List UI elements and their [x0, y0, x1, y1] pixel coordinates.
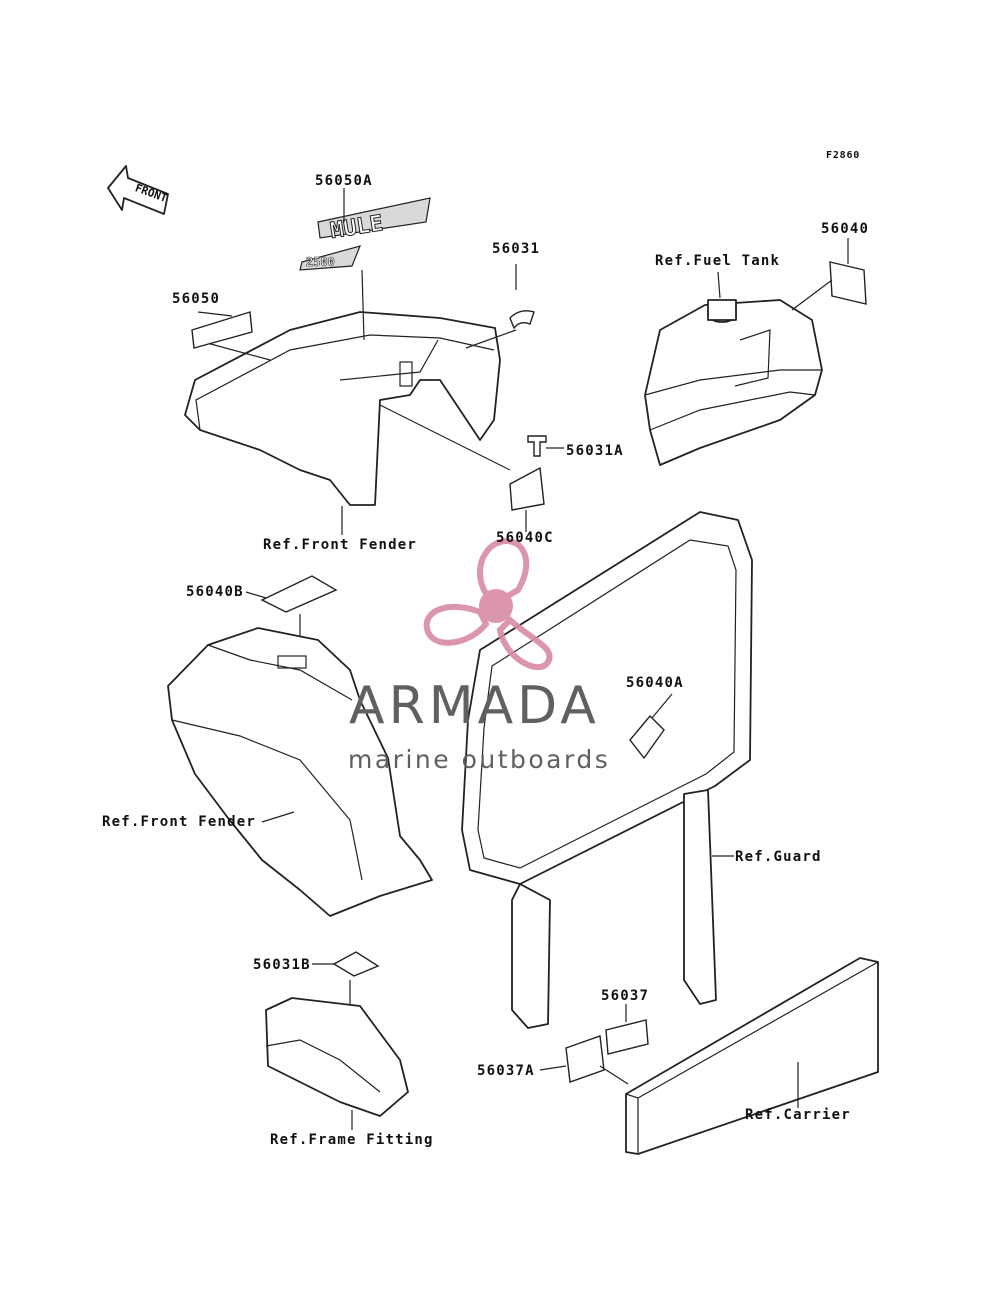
label-56040a: 56040A — [626, 675, 684, 691]
figure-code: F2860 — [826, 150, 861, 161]
decal-56031b — [332, 951, 380, 977]
label-56050: 56050 — [172, 291, 221, 307]
label-56040: 56040 — [821, 221, 870, 237]
decal-56040a — [629, 714, 665, 760]
guard-frame — [461, 511, 753, 1029]
decal-number-text: 2500 — [306, 255, 335, 269]
frame-fitting — [265, 997, 409, 1130]
watermark-brand: ARMADA — [349, 676, 600, 736]
label-ref-carrier: Ref.Carrier — [745, 1107, 851, 1123]
label-56031: 56031 — [492, 241, 541, 257]
label-ref-front-fender-lower: Ref.Front Fender — [102, 814, 257, 830]
decal-56040 — [829, 261, 867, 305]
decal-56050a-upper: MULE — [317, 197, 431, 245]
label-56050a: 56050A — [315, 173, 373, 189]
label-56031a: 56031A — [566, 443, 624, 459]
front-fender-lower — [167, 627, 433, 917]
label-ref-guard: Ref.Guard — [735, 849, 822, 865]
decal-56040c — [509, 466, 545, 511]
watermark-logo — [423, 538, 553, 670]
fuel-tank — [644, 271, 823, 466]
label-56040b: 56040B — [186, 584, 244, 600]
front-fender-upper — [184, 269, 511, 535]
label-56040c: 56040C — [496, 530, 554, 546]
label-56037a: 56037A — [477, 1063, 535, 1079]
decal-56040b — [260, 575, 338, 613]
label-ref-front-fender-upper: Ref.Front Fender — [263, 537, 418, 553]
decal-56031a — [527, 435, 547, 457]
decal-56037a — [565, 1035, 605, 1083]
carrier-panel — [625, 957, 879, 1155]
label-56037: 56037 — [601, 988, 650, 1004]
label-56031b: 56031B — [253, 957, 311, 973]
decal-56031 — [509, 310, 535, 330]
decal-56050 — [191, 311, 253, 349]
watermark-tagline: marine outboards — [348, 745, 611, 774]
decal-56037 — [605, 1019, 649, 1055]
front-direction-arrow: FRONT — [107, 165, 169, 215]
label-ref-frame-fitting: Ref.Frame Fitting — [270, 1132, 434, 1148]
sticker-logo-text: MULE — [329, 211, 385, 244]
label-ref-fuel-tank: Ref.Fuel Tank — [655, 253, 781, 269]
decal-56050a-lower: 2500 — [299, 245, 362, 271]
